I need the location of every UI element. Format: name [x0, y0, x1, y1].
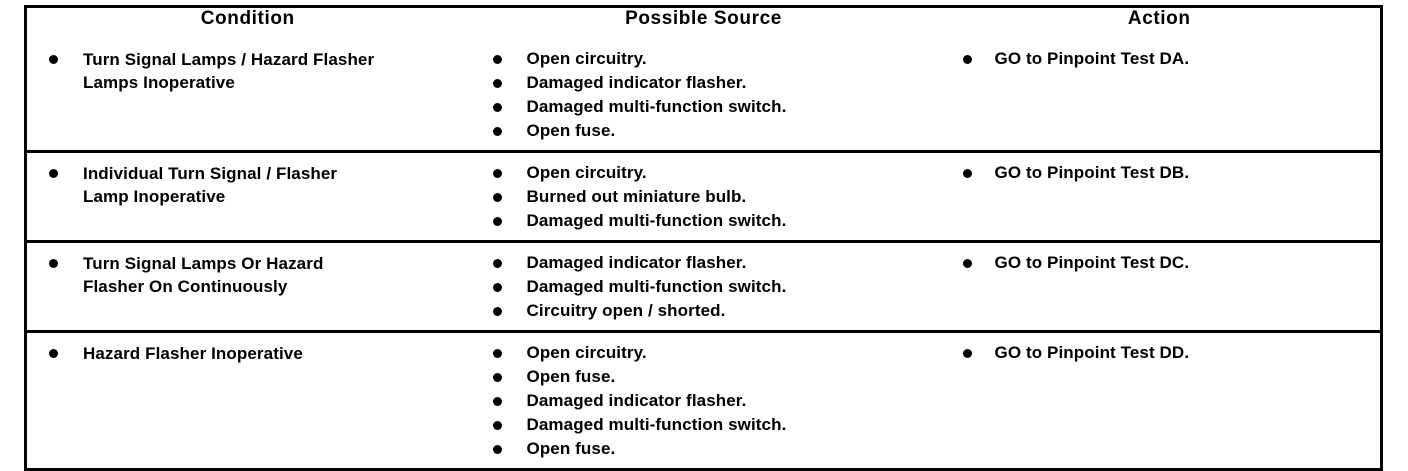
list-item: Open circuitry.	[475, 162, 933, 184]
bullet-list: Damaged indicator flasher. Damaged multi…	[475, 252, 933, 322]
list-item: Damaged indicator flasher.	[475, 390, 933, 412]
list-item: Turn Signal Lamps / Hazard Flasher Lamps…	[33, 48, 463, 94]
cell-content: Open circuitry. Burned out miniature bul…	[469, 153, 939, 240]
cell-condition: Individual Turn Signal / Flasher Lamp In…	[25, 150, 469, 242]
list-item: Damaged multi-function switch.	[475, 276, 933, 298]
list-item: GO to Pinpoint Test DA.	[945, 48, 1375, 70]
bullet-list: Turn Signal Lamps / Hazard Flasher Lamps…	[33, 48, 463, 94]
list-item: Open fuse.	[475, 366, 933, 388]
list-item: Damaged multi-function switch.	[475, 414, 933, 436]
table-row: Hazard Flasher Inoperative Open circuitr…	[25, 330, 1382, 470]
list-item: Damaged indicator flasher.	[475, 252, 933, 274]
list-item: Burned out miniature bulb.	[475, 186, 933, 208]
cell-content: Turn Signal Lamps / Hazard Flasher Lamps…	[27, 39, 469, 102]
column-header-condition-label: Condition	[200, 8, 295, 29]
list-item: GO to Pinpoint Test DC.	[945, 252, 1375, 274]
cell-possible-source: Damaged indicator flasher. Damaged multi…	[468, 240, 939, 332]
list-item: GO to Pinpoint Test DB.	[945, 162, 1375, 184]
cell-content: Open circuitry. Open fuse. Damaged indic…	[469, 333, 939, 468]
table-row: Turn Signal Lamps / Hazard Flasher Lamps…	[26, 39, 1382, 152]
table-body: Turn Signal Lamps / Hazard Flasher Lamps…	[25, 39, 1382, 470]
diagnostic-table: Condition Possible Source Action Turn Si…	[24, 5, 1383, 471]
cell-action: GO to Pinpoint Test DD.	[938, 330, 1382, 470]
cell-content: Hazard Flasher Inoperative	[27, 333, 469, 373]
list-item: Damaged indicator flasher.	[475, 72, 933, 94]
cell-possible-source: Open circuitry. Damaged indicator flashe…	[469, 39, 939, 152]
cell-content: Turn Signal Lamps Or Hazard Flasher On C…	[27, 243, 469, 306]
column-header-possible-source-label: Possible Source	[625, 8, 782, 29]
cell-action: GO to Pinpoint Test DC.	[938, 240, 1382, 332]
list-item: Damaged multi-function switch.	[475, 96, 933, 118]
bullet-list: Open circuitry. Open fuse. Damaged indic…	[475, 342, 933, 460]
cell-content: GO to Pinpoint Test DA.	[939, 39, 1381, 78]
bullet-list: Open circuitry. Damaged indicator flashe…	[475, 48, 933, 142]
header-row: Condition Possible Source Action	[26, 7, 1382, 40]
bullet-list: GO to Pinpoint Test DD.	[945, 342, 1375, 364]
table-row: Turn Signal Lamps Or Hazard Flasher On C…	[25, 240, 1382, 332]
cell-action: GO to Pinpoint Test DB.	[938, 150, 1382, 242]
list-item: Open circuitry.	[475, 48, 933, 70]
table-row: Individual Turn Signal / Flasher Lamp In…	[25, 150, 1382, 242]
list-item: Turn Signal Lamps Or Hazard Flasher On C…	[33, 252, 463, 298]
cell-condition: Hazard Flasher Inoperative	[25, 330, 469, 470]
cell-content: Open circuitry. Damaged indicator flashe…	[469, 39, 939, 150]
bullet-list: GO to Pinpoint Test DC.	[945, 252, 1375, 274]
cell-content: GO to Pinpoint Test DD.	[939, 333, 1381, 372]
bullet-list: Individual Turn Signal / Flasher Lamp In…	[33, 162, 463, 208]
cell-content: GO to Pinpoint Test DB.	[939, 153, 1381, 192]
cell-possible-source: Open circuitry. Open fuse. Damaged indic…	[468, 330, 939, 470]
bullet-list: Open circuitry. Burned out miniature bul…	[475, 162, 933, 232]
bullet-list: GO to Pinpoint Test DA.	[945, 48, 1375, 70]
column-header-condition: Condition	[26, 7, 469, 40]
column-header-action: Action	[939, 7, 1382, 40]
column-header-action-label: Action	[1127, 8, 1191, 29]
bullet-list: GO to Pinpoint Test DB.	[945, 162, 1375, 184]
list-item: Open fuse.	[475, 120, 933, 142]
bullet-list: Hazard Flasher Inoperative	[33, 342, 463, 365]
cell-content: Damaged indicator flasher. Damaged multi…	[469, 243, 939, 330]
list-item: Open fuse.	[475, 438, 933, 460]
cell-possible-source: Open circuitry. Burned out miniature bul…	[468, 150, 939, 242]
bullet-list: Turn Signal Lamps Or Hazard Flasher On C…	[33, 252, 463, 298]
cell-content: GO to Pinpoint Test DC.	[939, 243, 1381, 282]
cell-condition: Turn Signal Lamps / Hazard Flasher Lamps…	[26, 39, 469, 152]
list-item: GO to Pinpoint Test DD.	[945, 342, 1375, 364]
cell-content: Individual Turn Signal / Flasher Lamp In…	[27, 153, 469, 216]
list-item: Individual Turn Signal / Flasher Lamp In…	[33, 162, 463, 208]
column-header-possible-source: Possible Source	[469, 7, 939, 40]
list-item: Open circuitry.	[475, 342, 933, 364]
table-header: Condition Possible Source Action	[26, 7, 1382, 40]
list-item: Damaged multi-function switch.	[475, 210, 933, 232]
cell-action: GO to Pinpoint Test DA.	[939, 39, 1382, 152]
list-item: Circuitry open / shorted.	[475, 300, 933, 322]
cell-condition: Turn Signal Lamps Or Hazard Flasher On C…	[25, 240, 469, 332]
list-item: Hazard Flasher Inoperative	[33, 342, 463, 365]
